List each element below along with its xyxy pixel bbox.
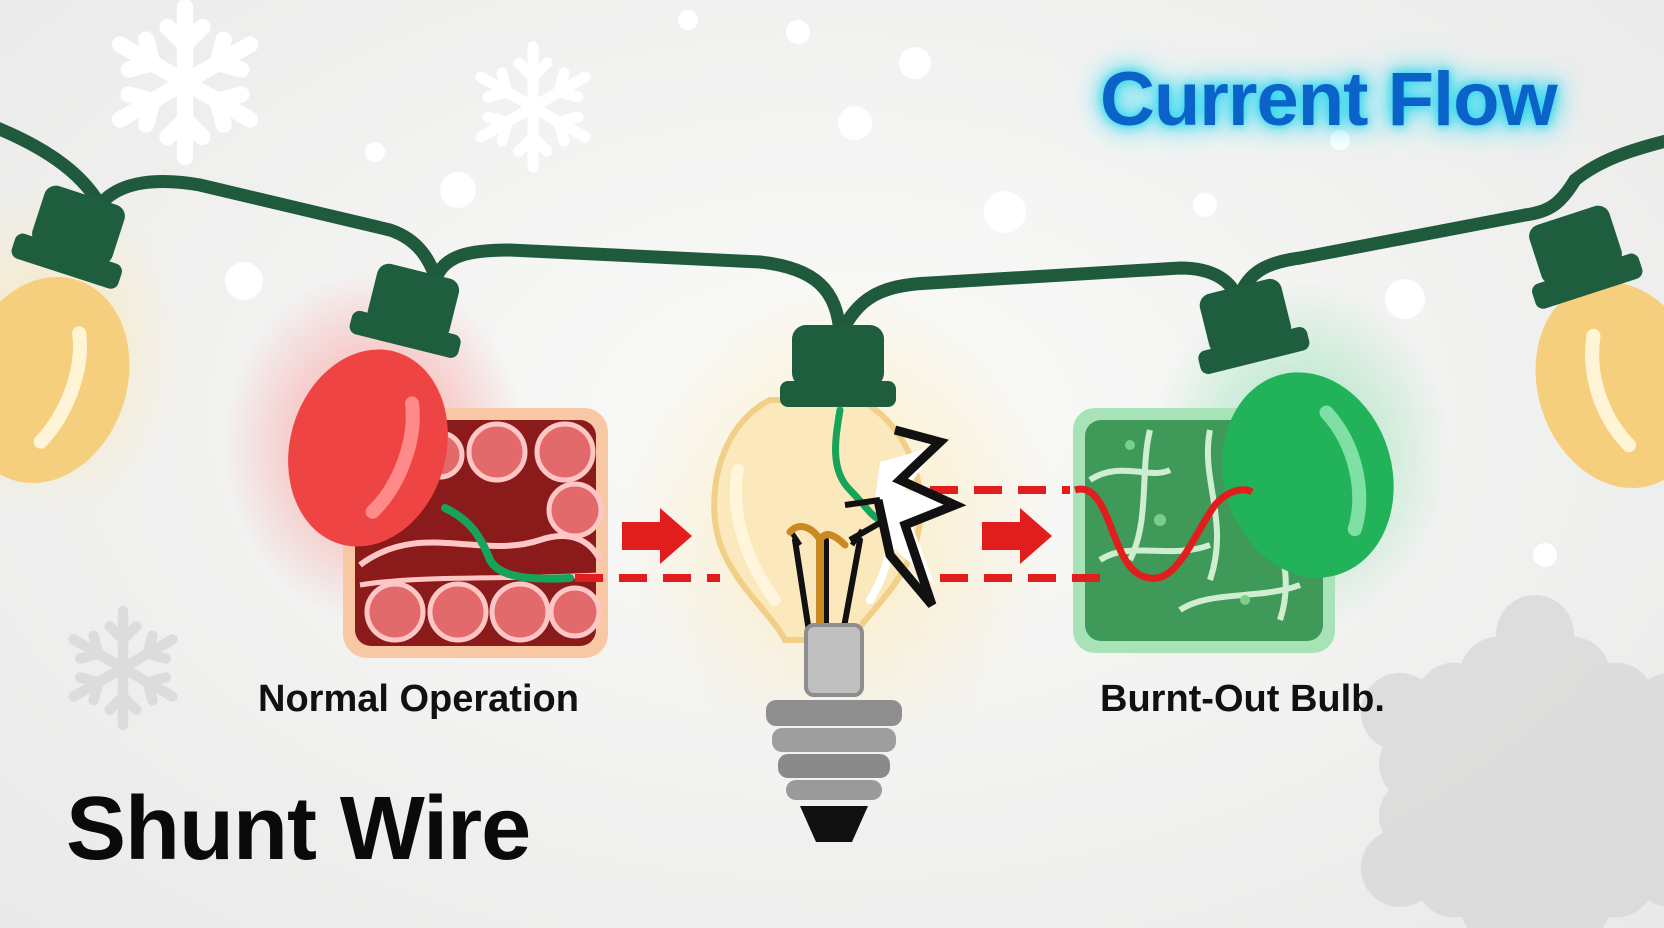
normal-operation-label: Normal Operation xyxy=(258,678,579,720)
snowflake-icon xyxy=(120,7,250,157)
bulb-icon xyxy=(1198,278,1394,578)
string-wire xyxy=(0,122,1664,338)
lightning-crack-icon xyxy=(844,425,967,608)
burnt-out-bulb-label: Burnt-Out Bulb. xyxy=(1100,678,1385,720)
bulb-icon xyxy=(1529,205,1664,489)
bulb-icon xyxy=(711,325,924,842)
current-path xyxy=(575,485,1254,582)
snowflake-icon xyxy=(481,47,585,167)
current-flow-title: Current Flow xyxy=(1100,57,1558,142)
arrow-right-icon xyxy=(982,508,1052,564)
bulb-icon xyxy=(0,185,130,484)
shunt-wire-title: Shunt Wire xyxy=(66,779,531,879)
snowflake-icon xyxy=(74,611,173,725)
snowflake-icon xyxy=(1400,634,1664,928)
bulb-icon xyxy=(288,263,461,547)
snow-dots xyxy=(225,10,1557,567)
arrow-right-icon xyxy=(622,508,692,564)
